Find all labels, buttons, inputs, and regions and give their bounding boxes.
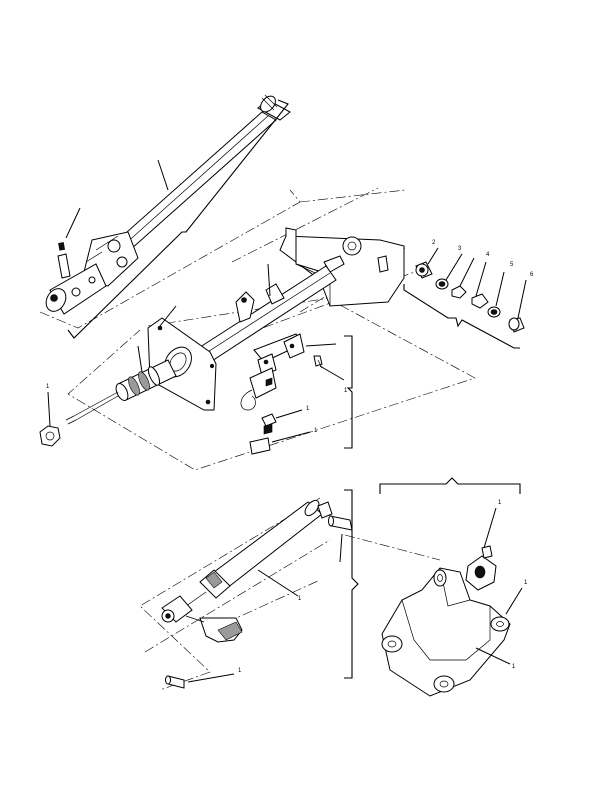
callout-clip: 1 (314, 428, 318, 434)
callout-washer: 3 (458, 246, 462, 252)
hex-nut-left (39, 425, 61, 447)
shaft-bracket-outline (67, 99, 289, 339)
callout-bracket-right: 1 (524, 580, 528, 586)
callout-cap: 6 (530, 272, 534, 278)
pivot-pin (328, 515, 353, 531)
leader-lines (47, 159, 527, 683)
bearing-cable-assembly (65, 359, 177, 425)
tilt-lever (185, 615, 243, 643)
callout-bracket: 1 (512, 664, 516, 670)
insulator-pad (249, 437, 271, 455)
hardware-stack (415, 261, 525, 333)
callout-nut-left: 1 (46, 384, 50, 390)
column-plate (147, 317, 217, 411)
pin-lower (165, 675, 185, 689)
assembly-outline-upper (39, 187, 421, 341)
callout-screw-upper: 1 (306, 406, 310, 412)
brace-bracket-top (379, 477, 521, 494)
assembly-outline-lower (139, 497, 441, 691)
callout-spring-pin: 2 (432, 240, 436, 246)
brace-lower-left (344, 489, 359, 679)
callout-pin-lower: 1 (238, 668, 242, 674)
clip-retainer (261, 413, 277, 435)
tilt-bracket (381, 567, 511, 697)
column-mount-bracket (279, 227, 405, 307)
roll-pin (57, 242, 71, 279)
brace-switch-group (344, 335, 353, 449)
callout-bracket-top: 1 (498, 500, 502, 506)
tilt-spring-cap (465, 545, 497, 591)
wire-harness (240, 367, 277, 411)
brace-hardware (403, 284, 520, 349)
callout-bearing: 5 (510, 262, 514, 268)
callout-strut: 1 (298, 596, 302, 602)
callout-switch-group: 1 (344, 388, 348, 394)
gas-strut (161, 499, 333, 623)
switch-bracket (253, 333, 305, 377)
intermediate-shaft (45, 94, 291, 315)
callout-nut-right: 4 (486, 252, 490, 258)
